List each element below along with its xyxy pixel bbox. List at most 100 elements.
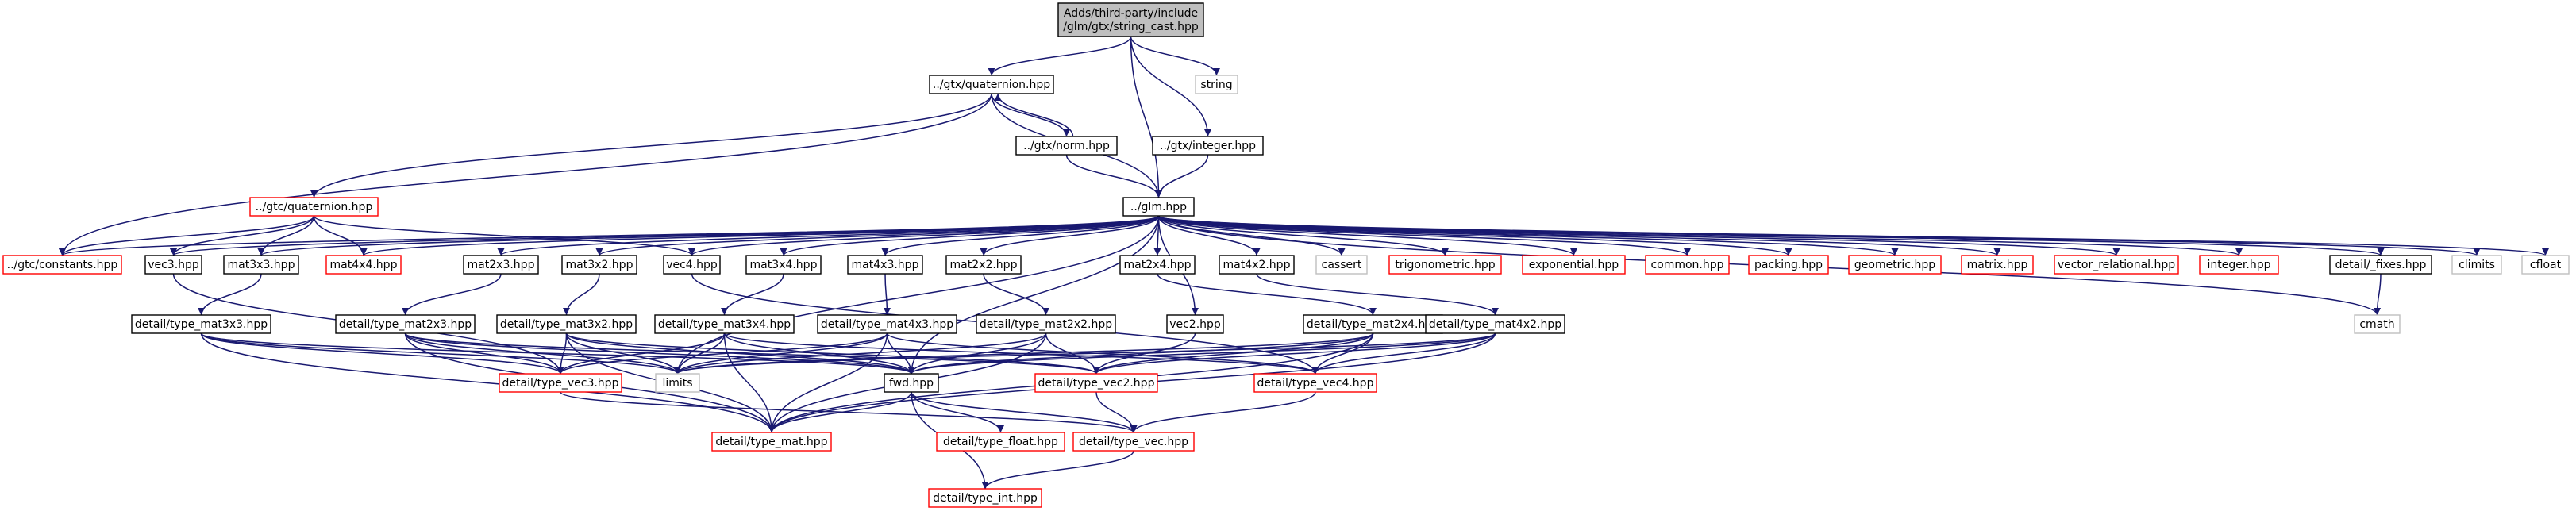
edge-norm-to-quaternion [994,93,1074,137]
node-constants[interactable]: ../gtc/constants.hpp [2,255,122,275]
node-box [976,314,1116,334]
edge-glm-to-mat4x4 [360,215,1160,256]
node-quaternion[interactable]: ../gtx/quaternion.hpp [929,75,1054,94]
node-matrix[interactable]: matrix.hpp [1961,255,2034,275]
node-box [1961,255,2034,275]
node-box [335,314,476,334]
node-label: /glm/gtx/string_cast.hpp [1063,21,1199,33]
node-tm4x2[interactable]: detail/type_mat4x2.hpp [1425,314,1565,334]
node-vec3[interactable]: vec3.hpp [144,255,202,275]
node-tm3x4[interactable]: detail/type_mat3x4.hpp [654,314,795,334]
node-mat4x2[interactable]: mat4x2.hpp [1219,255,1295,275]
node-mat3x3[interactable]: mat3x3.hpp [223,255,299,275]
node-string[interactable]: string [1195,75,1238,94]
node-label: detail/type_vec.hpp [1079,436,1188,448]
node-mat4x3[interactable]: mat4x3.hpp [847,255,923,275]
node-label: Adds/third-party/include [1064,7,1198,20]
edge-glm-to-exponential [1157,215,1577,256]
node-tvec4[interactable]: detail/type_vec4.hpp [1253,373,1377,393]
node-cfloat[interactable]: cfloat [2521,255,2570,275]
node-common[interactable]: common.hpp [1645,255,1730,275]
node-box [936,432,1065,452]
node-tvec[interactable]: detail/type_vec.hpp [1072,432,1195,452]
node-label: detail/type_float.hpp [943,436,1058,448]
node-box [2199,255,2279,275]
node-label: cmath [2359,318,2394,331]
edge-mat3x3-to-tm3x3 [198,273,262,316]
edge-mat2x4-to-tm2x4 [1157,273,1377,316]
node-tm2x2[interactable]: detail/type_mat2x2.hpp [976,314,1116,334]
node-packing[interactable]: packing.hpp [1748,255,1829,275]
node-box [1219,255,1295,275]
node-geometric[interactable]: geometric.hpp [1848,255,1942,275]
node-mat3x2[interactable]: mat3x2.hpp [561,255,637,275]
node-tm3x2[interactable]: detail/type_mat3x2.hpp [496,314,637,334]
node-root[interactable]: Adds/third-party/include/glm/gtx/string_… [1057,2,1204,37]
node-mat4x4[interactable]: mat4x4.hpp [325,255,402,275]
node-label: cassert [1322,259,1362,271]
node-tmat[interactable]: detail/type_mat.hpp [711,432,832,452]
node-label: ../gtx/quaternion.hpp [933,79,1050,91]
node-label: packing.hpp [1754,259,1823,271]
node-gtc-quaternion[interactable]: ../gtc/quaternion.hpp [249,197,379,217]
node-fixes[interactable]: detail/_fixes.hpp [2329,255,2432,275]
node-label: vec3.hpp [148,259,199,271]
node-mat2x4[interactable]: mat2x4.hpp [1119,255,1196,275]
edge-tvec3-to-tvec [560,391,1138,433]
node-integer-gtx[interactable]: ../gtx/integer.hpp [1152,136,1264,156]
edge-tm4x3-to-tvec3 [556,332,888,375]
edge-mat3x4-to-tm3x4 [721,273,784,316]
node-box [325,255,402,275]
node-trigonometric[interactable]: trigonometric.hpp [1388,255,1502,275]
edge-glm-to-fwd [907,215,1160,375]
node-tvec2[interactable]: detail/type_vec2.hpp [1034,373,1158,393]
node-integer[interactable]: integer.hpp [2199,255,2279,275]
node-label: exponential.hpp [1529,259,1619,271]
node-cassert[interactable]: cassert [1315,255,1368,275]
node-box [1034,373,1158,393]
node-box [1253,373,1377,393]
node-mat2x2[interactable]: mat2x2.hpp [945,255,1022,275]
node-label: mat4x2.hpp [1223,259,1291,271]
node-norm[interactable]: ../gtx/norm.hpp [1015,136,1118,156]
node-limits[interactable]: limits [655,373,700,393]
node-label: mat4x4.hpp [330,259,398,271]
node-tm4x3[interactable]: detail/type_mat4x3.hpp [817,314,957,334]
edge-norm-to-glm [1065,154,1162,198]
node-label: detail/type_vec3.hpp [502,377,619,390]
node-cmath[interactable]: cmath [2354,314,2401,334]
node-tm2x3[interactable]: detail/type_mat2x3.hpp [335,314,476,334]
node-mat3x4[interactable]: mat3x4.hpp [745,255,822,275]
node-vec2[interactable]: vec2.hpp [1166,314,1224,334]
node-climits[interactable]: climits [2451,255,2502,275]
node-tint[interactable]: detail/type_int.hpp [928,488,1042,508]
node-label: detail/type_vec4.hpp [1257,377,1374,390]
node-label: detail/type_mat3x4.hpp [658,318,791,331]
node-box [1748,255,1829,275]
node-label: geometric.hpp [1854,259,1935,271]
nodes-layer: Adds/third-party/include/glm/gtx/string_… [2,2,2570,508]
edge-tm4x3-to-tmat [768,332,888,433]
node-label: limits [662,377,692,390]
node-box [2054,255,2179,275]
node-vec4[interactable]: vec4.hpp [663,255,721,275]
node-label: integer.hpp [2208,259,2271,271]
node-tvec3[interactable]: detail/type_vec3.hpp [499,373,622,393]
node-exponential[interactable]: exponential.hpp [1522,255,1626,275]
edge-tm2x4-to-limits [674,332,1374,375]
edge-gtc-quaternion-to-vec3 [170,215,315,256]
node-box [561,255,637,275]
edge-glm-to-mat4x2 [1157,215,1261,256]
node-mat2x3[interactable]: mat2x3.hpp [463,255,539,275]
node-label: detail/type_mat2x3.hpp [339,318,472,331]
node-tfloat[interactable]: detail/type_float.hpp [936,432,1065,452]
node-fwd[interactable]: fwd.hpp [884,373,939,393]
node-glm[interactable]: ../glm.hpp [1122,197,1195,217]
node-box [1166,314,1224,334]
node-box [2521,255,2570,275]
node-tm3x3[interactable]: detail/type_mat3x3.hpp [131,314,271,334]
node-box [745,255,822,275]
node-vector-relational[interactable]: vector_relational.hpp [2054,255,2179,275]
node-tm2x4[interactable]: detail/type_mat2x4.hpp [1303,314,1443,334]
